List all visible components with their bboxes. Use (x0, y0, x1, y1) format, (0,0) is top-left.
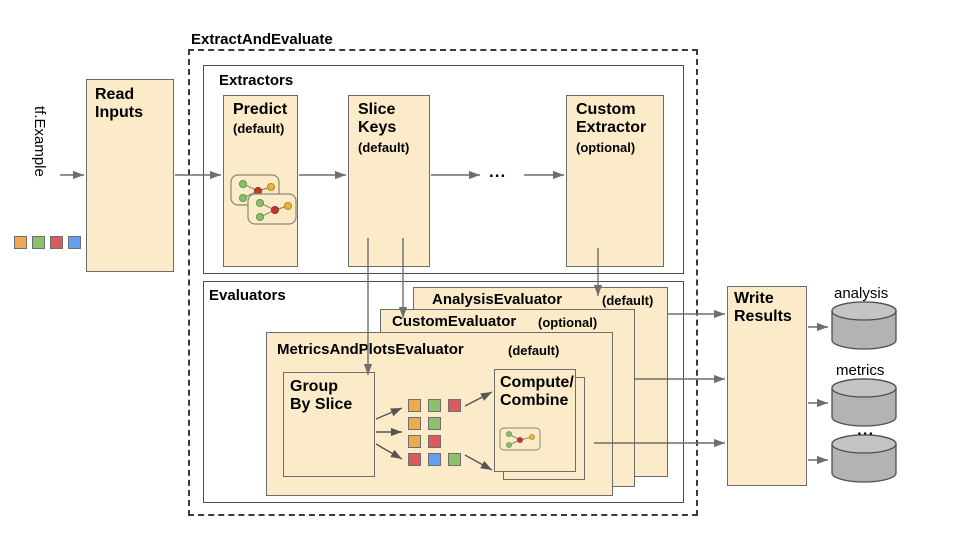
output-label-ellipsis: ... (857, 420, 875, 439)
evaluator-metrics-qualifier: (default) (508, 343, 560, 358)
write-results-box[interactable] (727, 286, 807, 486)
cylinder-analysis (831, 301, 897, 350)
extractor-custom-label: Custom Extractor (576, 101, 647, 136)
slice-chip-3 (448, 399, 461, 412)
compute-combine-box[interactable] (494, 369, 576, 472)
slice-chip-5 (428, 417, 441, 430)
extractor-slice-keys-qualifier: (default) (358, 140, 410, 155)
slice-chip-9 (428, 453, 441, 466)
extractor-slice-keys-box[interactable] (348, 95, 430, 267)
graph-nodes-icon-small (499, 427, 541, 451)
slice-chip-2 (428, 399, 441, 412)
slice-chip-1 (408, 399, 421, 412)
evaluator-analysis-qualifier: (default) (602, 293, 654, 308)
extract-and-evaluate-group (188, 49, 698, 516)
read-inputs-box[interactable] (86, 79, 174, 272)
group-by-slice-label: Group By Slice (290, 378, 353, 413)
evaluator-custom-qualifier: (optional) (538, 315, 598, 330)
evaluators-title: Evaluators (209, 287, 286, 304)
slice-chip-4 (408, 417, 421, 430)
input-chip-green (32, 236, 45, 249)
evaluator-custom-title: CustomEvaluator (392, 313, 517, 330)
cylinder-metrics (831, 378, 897, 427)
extract-and-evaluate-title: ExtractAndEvaluate (191, 31, 333, 48)
extractor-predict-label: Predict (233, 101, 288, 118)
graph-nodes-icon (230, 174, 297, 225)
extractor-predict-qualifier: (default) (233, 121, 285, 136)
input-label: tf.Example (31, 106, 48, 177)
output-label-metrics: metrics (836, 362, 885, 379)
slice-chip-10 (448, 453, 461, 466)
extractor-slice-keys-label: Slice Keys (358, 101, 397, 136)
extractor-custom-qualifier: (optional) (576, 140, 636, 155)
evaluator-metrics-title: MetricsAndPlotsEvaluator (277, 341, 464, 358)
slice-chip-8 (408, 453, 421, 466)
compute-combine-label: Compute/ Combine (500, 374, 574, 409)
input-chip-blue (68, 236, 81, 249)
group-by-slice-box[interactable] (283, 372, 375, 477)
write-results-label: Write Results (734, 290, 792, 325)
cylinder-other (831, 434, 897, 483)
extractors-title: Extractors (219, 72, 294, 89)
read-inputs-label: Read Inputs (95, 86, 143, 121)
slice-chip-7 (428, 435, 441, 448)
extractors-ellipsis: ... (489, 162, 507, 181)
input-chip-orange (14, 236, 27, 249)
extractor-predict-box[interactable] (223, 95, 298, 267)
evaluator-analysis-title: AnalysisEvaluator (432, 291, 563, 308)
extractor-custom-box[interactable] (566, 95, 664, 267)
slice-chip-6 (408, 435, 421, 448)
input-chip-red (50, 236, 63, 249)
output-label-analysis: analysis (834, 285, 889, 302)
